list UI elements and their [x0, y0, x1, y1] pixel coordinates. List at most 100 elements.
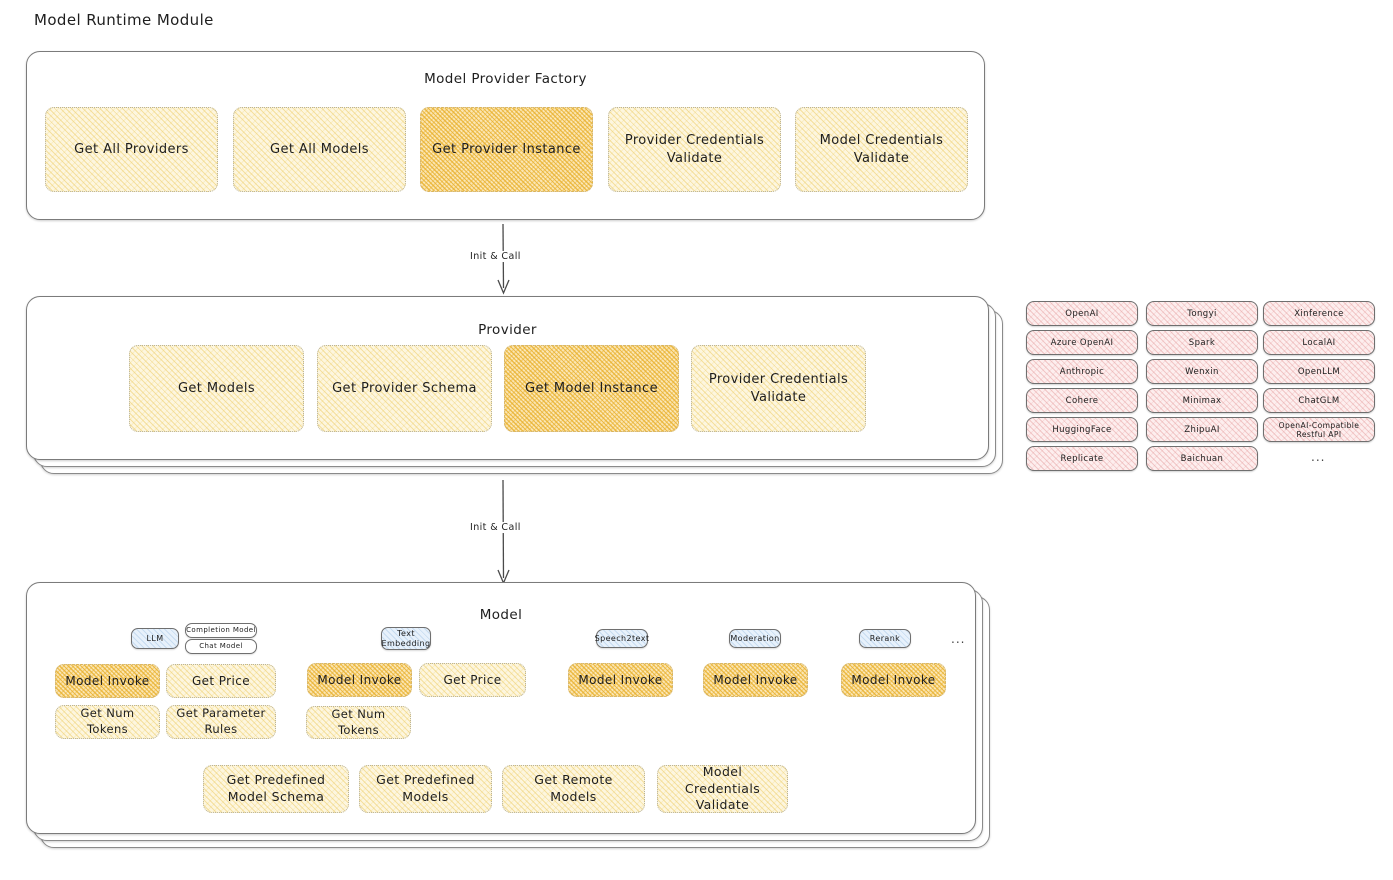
provider-tag-label: Spark	[1188, 337, 1216, 348]
provider-item-label: Get Provider Schema	[332, 380, 477, 396]
llm-method-get-price[interactable]: Get Price	[166, 664, 276, 698]
shared-method-get-predefined-model-schema[interactable]: Get Predefined Model Schema	[203, 765, 349, 813]
model-type-label: LLM	[146, 633, 164, 643]
method-label: Get Predefined Model Schema	[226, 772, 326, 804]
llm-method-model-invoke[interactable]: Model Invoke	[55, 664, 160, 698]
model-provider-factory-title: Model Provider Factory	[424, 71, 587, 87]
provider-tag-label: Minimax	[1182, 395, 1222, 406]
method-label: Get Price	[443, 672, 502, 687]
provider-item-provider-credentials-validate[interactable]: Provider Credentials Validate	[691, 345, 866, 432]
provider-tag-xinference[interactable]: Xinference	[1263, 301, 1375, 326]
shared-method-get-remote-models[interactable]: Get Remote Models	[502, 765, 645, 813]
model-subtype-label: Chat Model	[199, 642, 243, 651]
arrow-provider-to-model: Init & Call	[467, 479, 550, 586]
factory-item-label: Provider Credentials Validate	[624, 132, 765, 166]
method-label: Model Credentials Validate	[684, 763, 761, 813]
provider-tag-label: ChatGLM	[1298, 395, 1340, 406]
text-embedding-method-get-num-tokens[interactable]: Get Num Tokens	[306, 706, 411, 739]
text-embedding-method-get-price[interactable]: Get Price	[419, 663, 526, 697]
model-type-chip-llm[interactable]: LLM	[131, 628, 179, 649]
provider-tag-anthropic[interactable]: Anthropic	[1026, 359, 1138, 384]
model-subtype-label: Completion Model	[186, 626, 256, 635]
shared-method-model-credentials-validate[interactable]: Model Credentials Validate	[657, 763, 788, 813]
provider-tag-azure-openai[interactable]: Azure OpenAI	[1026, 330, 1138, 355]
provider-item-label: Provider Credentials Validate	[708, 371, 849, 405]
model-type-chip-speech2text[interactable]: Speech2text	[594, 629, 650, 648]
method-label: Get Num Tokens	[331, 706, 386, 737]
provider-tag-label: ZhipuAI	[1184, 424, 1220, 435]
model-title: Model	[479, 607, 523, 623]
model-type-label: Rerank	[869, 633, 901, 643]
arrow-label-init-and-call: Init & Call	[467, 251, 524, 262]
factory-item-label: Get All Models	[270, 141, 369, 157]
provider-title: Provider	[478, 322, 537, 338]
model-type-chip-rerank[interactable]: Rerank	[859, 629, 911, 648]
provider-tag-zhipuai[interactable]: ZhipuAI	[1146, 417, 1258, 442]
arrow-label-init-and-call: Init & Call	[467, 522, 524, 533]
provider-item-label: Get Model Instance	[525, 380, 658, 396]
provider-tag-huggingface[interactable]: HuggingFace	[1026, 417, 1138, 442]
provider-tag-label: Replicate	[1060, 453, 1104, 464]
provider-item-get-models[interactable]: Get Models	[129, 345, 304, 432]
provider-tag-spark[interactable]: Spark	[1146, 330, 1258, 355]
factory-item-get-provider-instance[interactable]: Get Provider Instance	[420, 107, 593, 192]
method-label: Model Invoke	[851, 672, 936, 687]
page-title: Model Runtime Module	[34, 11, 214, 29]
provider-tag-label: OpenLLM	[1297, 366, 1341, 377]
provider-tag-tongyi[interactable]: Tongyi	[1146, 301, 1258, 326]
method-label: Model Invoke	[65, 673, 150, 688]
provider-item-label: Get Models	[177, 380, 256, 396]
factory-item-get-all-models[interactable]: Get All Models	[233, 107, 406, 192]
provider-tag-localai[interactable]: LocalAI	[1263, 330, 1375, 355]
factory-item-model-credentials-validate[interactable]: Model Credentials Validate	[795, 107, 968, 192]
rerank-method-model-invoke[interactable]: Model Invoke	[841, 663, 946, 697]
provider-tag-label: LocalAI	[1302, 337, 1336, 348]
provider-tag-label: Baichuan	[1180, 453, 1224, 464]
provider-tag-openai[interactable]: OpenAI	[1026, 301, 1138, 326]
model-types-more: ...	[951, 632, 966, 646]
model-subtype-chat-model[interactable]: Chat Model	[185, 639, 257, 654]
provider-tag-label: Anthropic	[1059, 366, 1105, 377]
provider-tag-replicate[interactable]: Replicate	[1026, 446, 1138, 471]
provider-tag-baichuan[interactable]: Baichuan	[1146, 446, 1258, 471]
model-type-label: Text Embedding	[381, 628, 431, 648]
provider-tag-chatglm[interactable]: ChatGLM	[1263, 388, 1375, 413]
provider-tag-openai-compatible-restful-api[interactable]: OpenAI-Compatible Restful API	[1263, 417, 1375, 442]
provider-tag-label: Xinference	[1294, 308, 1344, 319]
provider-tag-label: Tongyi	[1187, 308, 1217, 319]
model-type-label: Moderation	[730, 633, 780, 643]
provider-item-get-provider-schema[interactable]: Get Provider Schema	[317, 345, 492, 432]
factory-item-get-all-providers[interactable]: Get All Providers	[45, 107, 218, 192]
factory-item-label: Get Provider Instance	[432, 141, 581, 157]
shared-method-get-predefined-models[interactable]: Get Predefined Models	[359, 765, 492, 813]
text-embedding-method-model-invoke[interactable]: Model Invoke	[307, 663, 412, 697]
model-type-chip-text-embedding[interactable]: Text Embedding	[381, 627, 431, 650]
moderation-method-model-invoke[interactable]: Model Invoke	[703, 663, 808, 697]
method-label: Get Price	[191, 673, 251, 688]
method-label: Get Predefined Models	[376, 772, 475, 804]
model-subtype-completion-model[interactable]: Completion Model	[185, 623, 257, 638]
factory-item-label: Get All Providers	[74, 141, 189, 157]
provider-tag-label: OpenAI	[1065, 308, 1099, 319]
model-type-label: Speech2text	[594, 633, 650, 643]
provider-tag-minimax[interactable]: Minimax	[1146, 388, 1258, 413]
speech2text-method-model-invoke[interactable]: Model Invoke	[568, 663, 673, 697]
llm-method-get-num-tokens[interactable]: Get Num Tokens	[55, 705, 160, 739]
arrow-icon	[497, 479, 510, 585]
factory-item-provider-credentials-validate[interactable]: Provider Credentials Validate	[608, 107, 781, 192]
method-label: Model Invoke	[317, 672, 402, 687]
provider-tag-openllm[interactable]: OpenLLM	[1263, 359, 1375, 384]
method-label: Model Invoke	[713, 672, 798, 687]
provider-item-get-model-instance[interactable]: Get Model Instance	[504, 345, 679, 432]
method-label: Get Remote Models	[534, 772, 613, 804]
provider-tag-cohere[interactable]: Cohere	[1026, 388, 1138, 413]
provider-tag-wenxin[interactable]: Wenxin	[1146, 359, 1258, 384]
factory-item-label: Model Credentials Validate	[819, 132, 944, 166]
method-label: Get Num Tokens	[80, 706, 135, 736]
llm-method-get-parameter-rules[interactable]: Get Parameter Rules	[166, 705, 276, 739]
method-label: Model Invoke	[578, 672, 663, 687]
provider-tag-label: OpenAI-Compatible Restful API	[1278, 420, 1360, 439]
model-type-chip-moderation[interactable]: Moderation	[729, 629, 781, 648]
provider-tag-label: HuggingFace	[1052, 424, 1112, 435]
provider-tag-label: Azure OpenAI	[1050, 337, 1114, 348]
